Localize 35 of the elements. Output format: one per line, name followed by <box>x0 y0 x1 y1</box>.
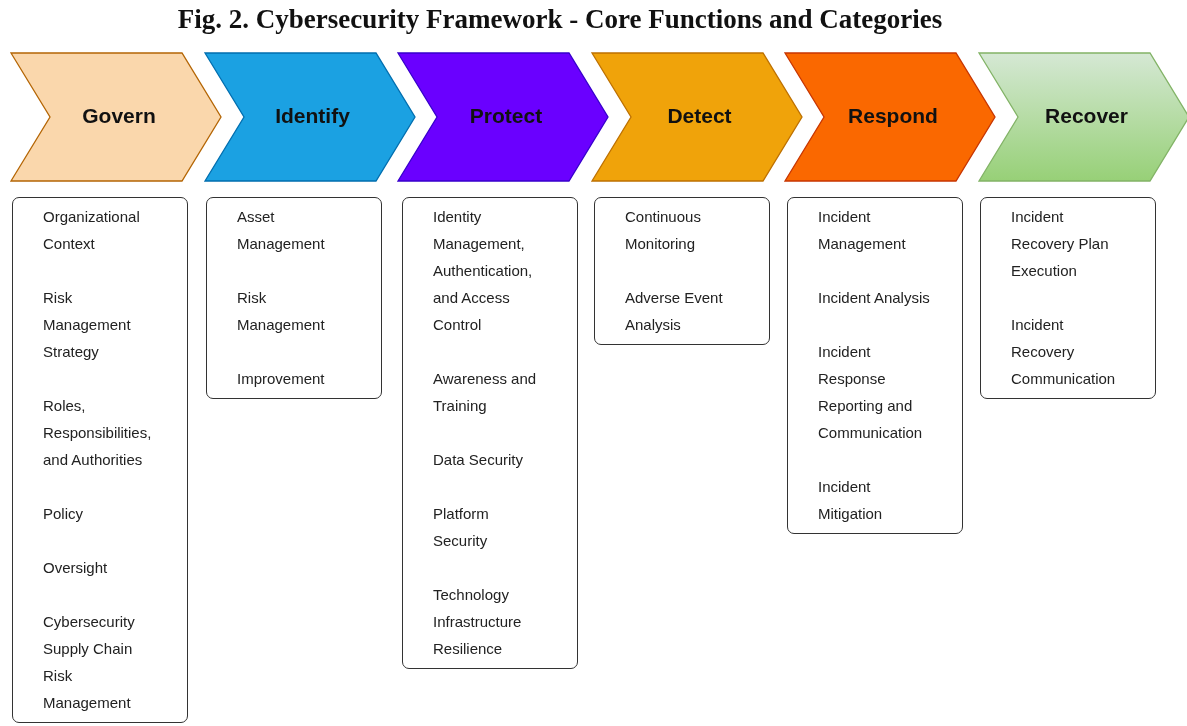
category-label: Incident Mitigation <box>818 477 884 524</box>
category-label: Incident Response Reporting and Communication <box>818 342 924 443</box>
function-label: Recover <box>1044 104 1129 128</box>
category-label: Incident Recovery Communication <box>1011 315 1117 389</box>
function-label: Protect <box>468 104 544 128</box>
category-label: Asset Management <box>237 207 326 254</box>
category-label: Incident Analysis <box>818 288 930 308</box>
category-box <box>787 197 963 534</box>
category-label: Roles, Responsibilities, and Authorities <box>43 396 153 470</box>
category-box <box>12 197 188 723</box>
category-label: Technology Infrastructure Resilience <box>433 585 523 659</box>
function-label: Govern <box>81 104 157 128</box>
category-label: Incident Management <box>818 207 907 254</box>
category-box <box>980 197 1156 399</box>
category-label: Cybersecurity Supply Chain Risk Management <box>43 612 136 713</box>
category-label: Risk Management <box>237 288 326 335</box>
category-label: Awareness and Training <box>433 369 538 416</box>
category-box <box>594 197 770 345</box>
category-label: Oversight <box>43 558 109 578</box>
category-label: Incident Recovery Plan Execution <box>1011 207 1110 281</box>
category-label: Data Security <box>433 450 525 470</box>
category-label: Improvement <box>237 369 326 389</box>
category-label: Risk Management Strategy <box>43 288 132 362</box>
category-label: Platform Security <box>433 504 490 551</box>
category-label: Adverse Event Analysis <box>625 288 724 335</box>
category-label: Identity Management, Authentication, and Access Control <box>433 207 534 335</box>
category-label: Policy <box>43 504 84 524</box>
category-box <box>206 197 382 399</box>
category-label: Continuous Monitoring <box>625 207 702 254</box>
function-label: Respond <box>847 104 939 128</box>
figure-title: Fig. 2. Cybersecurity Framework - Core Functions and Categories <box>176 4 944 35</box>
category-label: Organizational Context <box>43 207 141 254</box>
function-label: Detect <box>666 104 733 128</box>
category-box <box>402 197 578 669</box>
function-label: Identify <box>274 104 351 128</box>
